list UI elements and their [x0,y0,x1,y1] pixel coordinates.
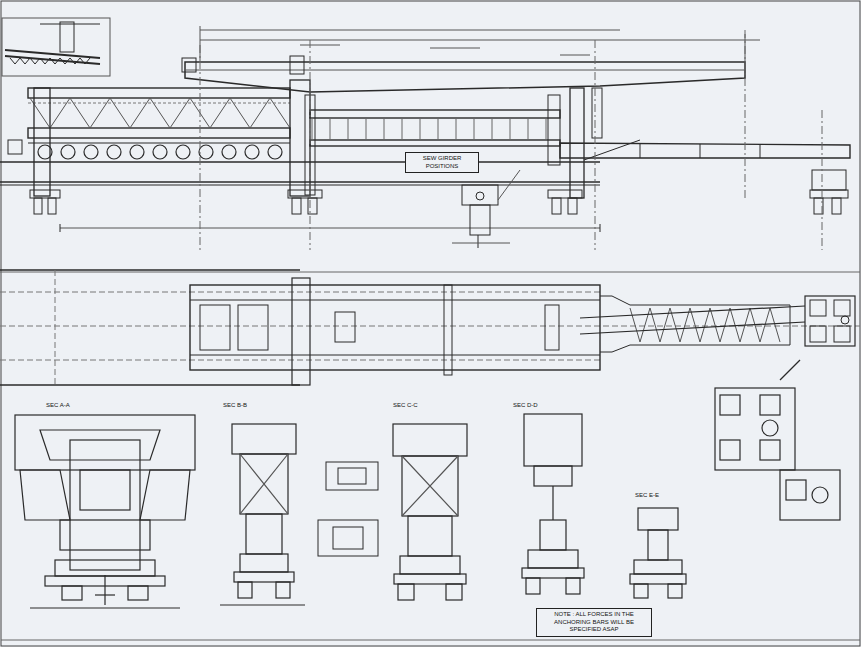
section-label: SEC E-E [634,492,660,499]
section-label: SEC A-A [45,402,71,409]
node-text: NOTE : ALL FORCES IN THE ANCHORING BARS … [541,611,647,634]
section-label: SEC D-D [512,402,539,409]
section-label: SEC C-C [392,402,419,409]
section-label: SEC B-B [222,402,248,409]
callout-box: SEW GIRDER POSITIONS [405,152,479,173]
note-box: NOTE : ALL FORCES IN THE ANCHORING BARS … [536,608,652,637]
node-text: SEW GIRDER POSITIONS [410,155,474,170]
